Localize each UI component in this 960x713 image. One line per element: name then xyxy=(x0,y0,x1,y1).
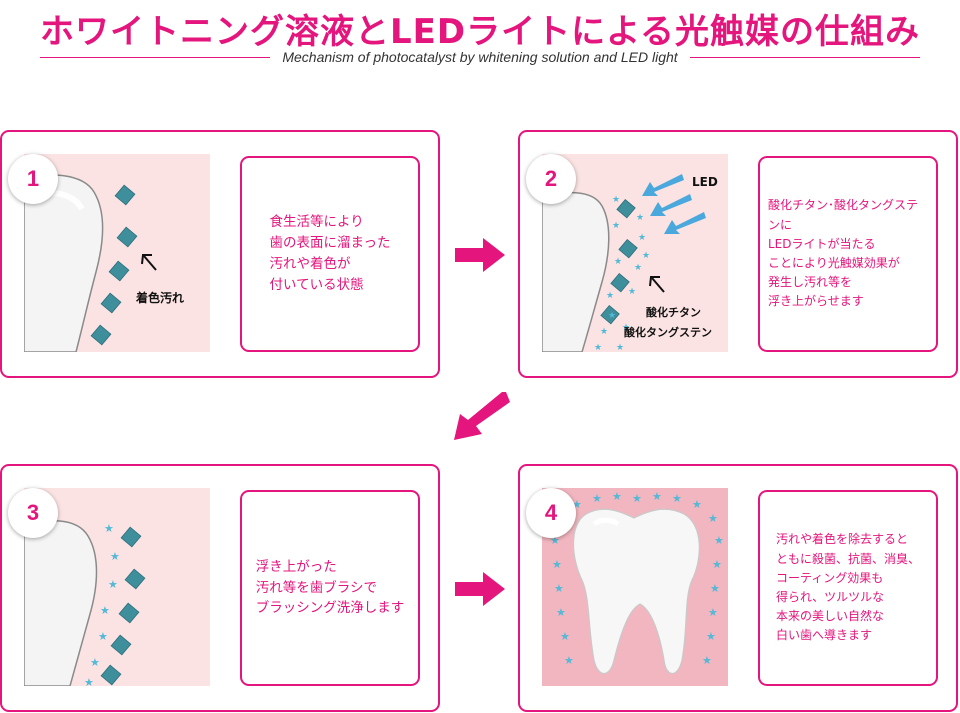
svg-text:★: ★ xyxy=(100,604,110,617)
svg-text:★: ★ xyxy=(628,287,636,297)
svg-text:★: ★ xyxy=(712,558,722,571)
step-number-badge: 4 xyxy=(526,488,576,538)
stain-label: 着色汚れ xyxy=(135,290,184,305)
arrow-right-icon xyxy=(455,238,505,272)
svg-text:★: ★ xyxy=(550,534,560,547)
svg-text:★: ★ xyxy=(638,233,646,243)
svg-text:★: ★ xyxy=(634,263,642,273)
step-card-4: 4 ★★★ ★★★ ★★★ ★★★ ★★ ★★★ ★★★ ★ 汚れや着色を除去す… xyxy=(518,464,958,712)
step-3-text: 浮き上がった 汚れ等を歯ブラシで ブラッシング洗浄します xyxy=(255,558,405,617)
titanium-oxide-label: 酸化チタン xyxy=(646,305,701,319)
svg-text:★: ★ xyxy=(672,492,682,505)
svg-text:★: ★ xyxy=(90,656,100,669)
divider-right xyxy=(689,56,920,58)
svg-text:★: ★ xyxy=(612,490,622,503)
svg-text:★: ★ xyxy=(108,578,118,591)
svg-text:★: ★ xyxy=(110,550,120,563)
svg-text:★: ★ xyxy=(556,606,566,619)
svg-text:★: ★ xyxy=(642,251,650,261)
svg-text:★: ★ xyxy=(600,327,608,337)
svg-text:★: ★ xyxy=(594,343,602,352)
arrow-right-icon xyxy=(455,572,505,606)
step-3-textbox: 浮き上がった 汚れ等を歯ブラシで ブラッシング洗浄します xyxy=(240,490,420,686)
svg-text:★: ★ xyxy=(692,498,702,511)
svg-text:★: ★ xyxy=(608,311,616,321)
arrow-down-left-icon xyxy=(454,392,510,440)
svg-text:★: ★ xyxy=(632,492,642,505)
step-card-2: 2 ★★★ ★★★ ★★★ ★★★ ★★ LED xyxy=(518,130,958,378)
svg-text:★: ★ xyxy=(560,630,570,643)
step-1-textbox: 食生活等により 歯の表面に溜まった 汚れや着色が 付いている状態 xyxy=(240,156,420,352)
svg-text:★: ★ xyxy=(702,654,712,667)
step-number-badge: 3 xyxy=(8,488,58,538)
svg-text:★: ★ xyxy=(708,606,718,619)
subtitle-row: Mechanism of photocatalyst by whitening … xyxy=(40,46,920,68)
step-2-text: 酸化チタン･酸化タングステンに LEDライトが当たる ことにより光触媒効果が 発… xyxy=(768,198,919,309)
step-number-badge: 2 xyxy=(526,154,576,204)
step-1-text: 食生活等により 歯の表面に溜まった 汚れや着色が 付いている状態 xyxy=(269,214,391,293)
svg-text:★: ★ xyxy=(714,534,724,547)
step-card-1: 1 着色汚れ 食生活等により 歯の表面に溜まった 汚れや着色が 付いている状態 xyxy=(0,130,440,378)
svg-text:★: ★ xyxy=(592,492,602,505)
svg-text:★: ★ xyxy=(622,323,630,333)
svg-text:★: ★ xyxy=(614,257,622,267)
tungsten-oxide-label: 酸化タングステン xyxy=(624,325,712,339)
svg-text:★: ★ xyxy=(564,654,574,667)
svg-text:★: ★ xyxy=(708,512,718,525)
svg-text:★: ★ xyxy=(616,343,624,352)
svg-text:★: ★ xyxy=(98,630,108,643)
step-2-textbox: 酸化チタン･酸化タングステンに LEDライトが当たる ことにより光触媒効果が 発… xyxy=(758,156,938,352)
svg-text:★: ★ xyxy=(710,582,720,595)
svg-text:★: ★ xyxy=(606,291,614,301)
svg-text:★: ★ xyxy=(554,582,564,595)
svg-text:★: ★ xyxy=(552,558,562,571)
step-number-badge: 1 xyxy=(8,154,58,204)
step-4-text: 汚れや着色を除去すると ともに殺菌、抗菌、消臭、 コーティング効果も 得られ、ツ… xyxy=(775,532,920,643)
page-title: ホワイトニング溶液とLEDライトによる光触媒の仕組み xyxy=(39,12,921,52)
svg-text:★: ★ xyxy=(612,221,620,231)
led-label: LED xyxy=(692,175,718,189)
step-4-textbox: 汚れや着色を除去すると ともに殺菌、抗菌、消臭、 コーティング効果も 得られ、ツ… xyxy=(758,490,938,686)
svg-text:★: ★ xyxy=(706,630,716,643)
divider-left xyxy=(40,56,271,58)
svg-text:★: ★ xyxy=(84,676,94,686)
step-card-3: 3 ★ ★ ★ ★ ★ ★ ★ 浮き上がった 汚れ等を歯ブラシで ブラッシング洗浄します xyxy=(0,464,440,712)
svg-text:★: ★ xyxy=(652,490,662,503)
svg-text:★: ★ xyxy=(572,498,582,511)
svg-text:★: ★ xyxy=(612,195,620,205)
page-subtitle: Mechanism of photocatalyst by whitening … xyxy=(282,49,678,65)
svg-text:★: ★ xyxy=(636,213,644,223)
svg-text:★: ★ xyxy=(104,522,114,535)
